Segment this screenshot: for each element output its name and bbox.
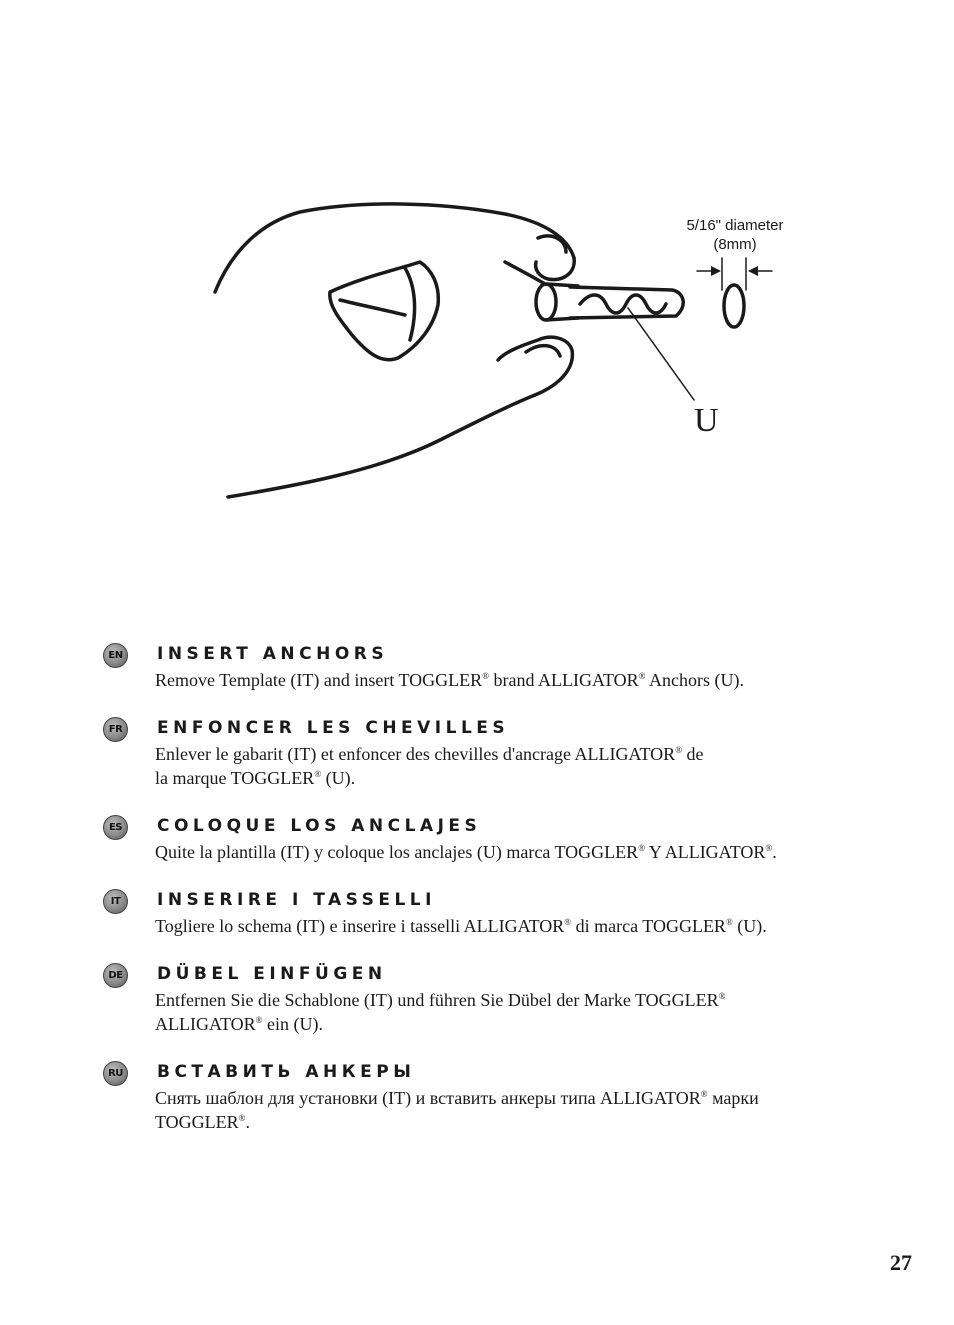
page-number: 27 <box>890 1250 912 1275</box>
instruction-sections: EN INSERT ANCHORS Remove Template (IT) and… <box>0 640 954 1156</box>
registered-mark: ® <box>238 1113 246 1123</box>
section-heading: INSERT ANCHORS <box>157 644 389 664</box>
section-en: EN INSERT ANCHORS Remove Template (IT) and… <box>0 640 954 692</box>
section-body: Entfernen Sie die Schablone (IT) und füh… <box>155 988 875 1036</box>
body-text-run: brand ALLIGATOR <box>489 670 639 690</box>
registered-mark: ® <box>700 1089 708 1099</box>
section-heading: ВСТАВИТЬ АНКЕРЫ <box>157 1062 416 1082</box>
body-text-run: . <box>245 1112 251 1132</box>
registered-mark: ® <box>638 843 646 853</box>
diameter-label: 5/16" diameter (8mm) <box>670 216 800 254</box>
registered-mark: ® <box>725 917 733 927</box>
diameter-label-line1: 5/16" diameter <box>686 217 784 234</box>
language-badge-icon: FR <box>103 717 128 742</box>
registered-mark: ® <box>638 671 646 681</box>
body-text-run: Entfernen Sie die Schablone (IT) und füh… <box>155 990 719 1010</box>
section-es: ES COLOQUE LOS ANCLAJES Quite la plantilla… <box>0 812 954 864</box>
body-text-run: Y ALLIGATOR <box>645 842 766 862</box>
anchor-insertion-illustration: 5/16" diameter (8mm) U <box>0 0 954 560</box>
body-text-run: Remove Template (IT) and insert TOGGLER <box>155 670 483 690</box>
registered-mark: ® <box>765 843 773 853</box>
language-badge-icon: DE <box>103 963 128 988</box>
registered-mark: ® <box>482 671 490 681</box>
body-text-run: Anchors (U). <box>645 670 744 690</box>
section-heading: DÜBEL EINFÜGEN <box>157 964 387 984</box>
body-text-run: (U). <box>732 916 767 936</box>
section-de: DE DÜBEL EINFÜGEN Entfernen Sie die Schabl… <box>0 960 954 1036</box>
section-ru: RU ВСТАВИТЬ АНКЕРЫ Снять шаблон для устано… <box>0 1058 954 1134</box>
body-text-run: ALLIGATOR <box>155 1014 256 1034</box>
hand-holding-anchor-drawing <box>213 202 773 499</box>
section-body: Quite la plantilla (IT) y coloque los an… <box>155 840 875 864</box>
section-heading: INSERIRE I TASSELLI <box>157 890 436 910</box>
body-text-run: la marque TOGGLER <box>155 768 315 788</box>
language-badge-icon: IT <box>103 889 128 914</box>
body-text-run: TOGGLER <box>155 1112 239 1132</box>
body-text-run: de <box>682 744 704 764</box>
section-body: Togliere lo schema (IT) e inserire i tas… <box>155 914 875 938</box>
body-text-run: Quite la plantilla (IT) y coloque los an… <box>155 842 639 862</box>
body-text-run: Снять шаблон для установки (IT) и встави… <box>155 1088 701 1108</box>
section-fr: FR ENFONCER LES CHEVILLES Enlever le gabar… <box>0 714 954 790</box>
body-text-run: марки <box>707 1088 759 1108</box>
section-heading: COLOQUE LOS ANCLAJES <box>157 816 482 836</box>
language-badge-icon: ES <box>103 815 128 840</box>
section-body: Enlever le gabarit (IT) et enfoncer des … <box>155 742 875 790</box>
body-text-run: ein (U). <box>262 1014 323 1034</box>
registered-mark: ® <box>255 1015 263 1025</box>
body-text-run: di marca TOGGLER <box>571 916 726 936</box>
section-body: Remove Template (IT) and insert TOGGLER®… <box>155 668 875 692</box>
body-text-run: Togliere lo schema (IT) e inserire i tas… <box>155 916 565 936</box>
language-badge-icon: EN <box>103 643 128 668</box>
section-it: IT INSERIRE I TASSELLI Togliere lo schema … <box>0 886 954 938</box>
body-text-run: Enlever le gabarit (IT) et enfoncer des … <box>155 744 676 764</box>
registered-mark: ® <box>675 745 683 755</box>
body-text-run: . <box>772 842 777 862</box>
section-body: Снять шаблон для установки (IT) и встави… <box>155 1086 875 1134</box>
body-text-run: (U). <box>321 768 356 788</box>
section-heading: ENFONCER LES CHEVILLES <box>157 718 510 738</box>
registered-mark: ® <box>564 917 572 927</box>
callout-label-u: U <box>694 402 719 439</box>
registered-mark: ® <box>314 769 322 779</box>
registered-mark: ® <box>718 991 726 1001</box>
language-badge-icon: RU <box>103 1061 128 1086</box>
diameter-label-line2: (8mm) <box>713 236 757 253</box>
